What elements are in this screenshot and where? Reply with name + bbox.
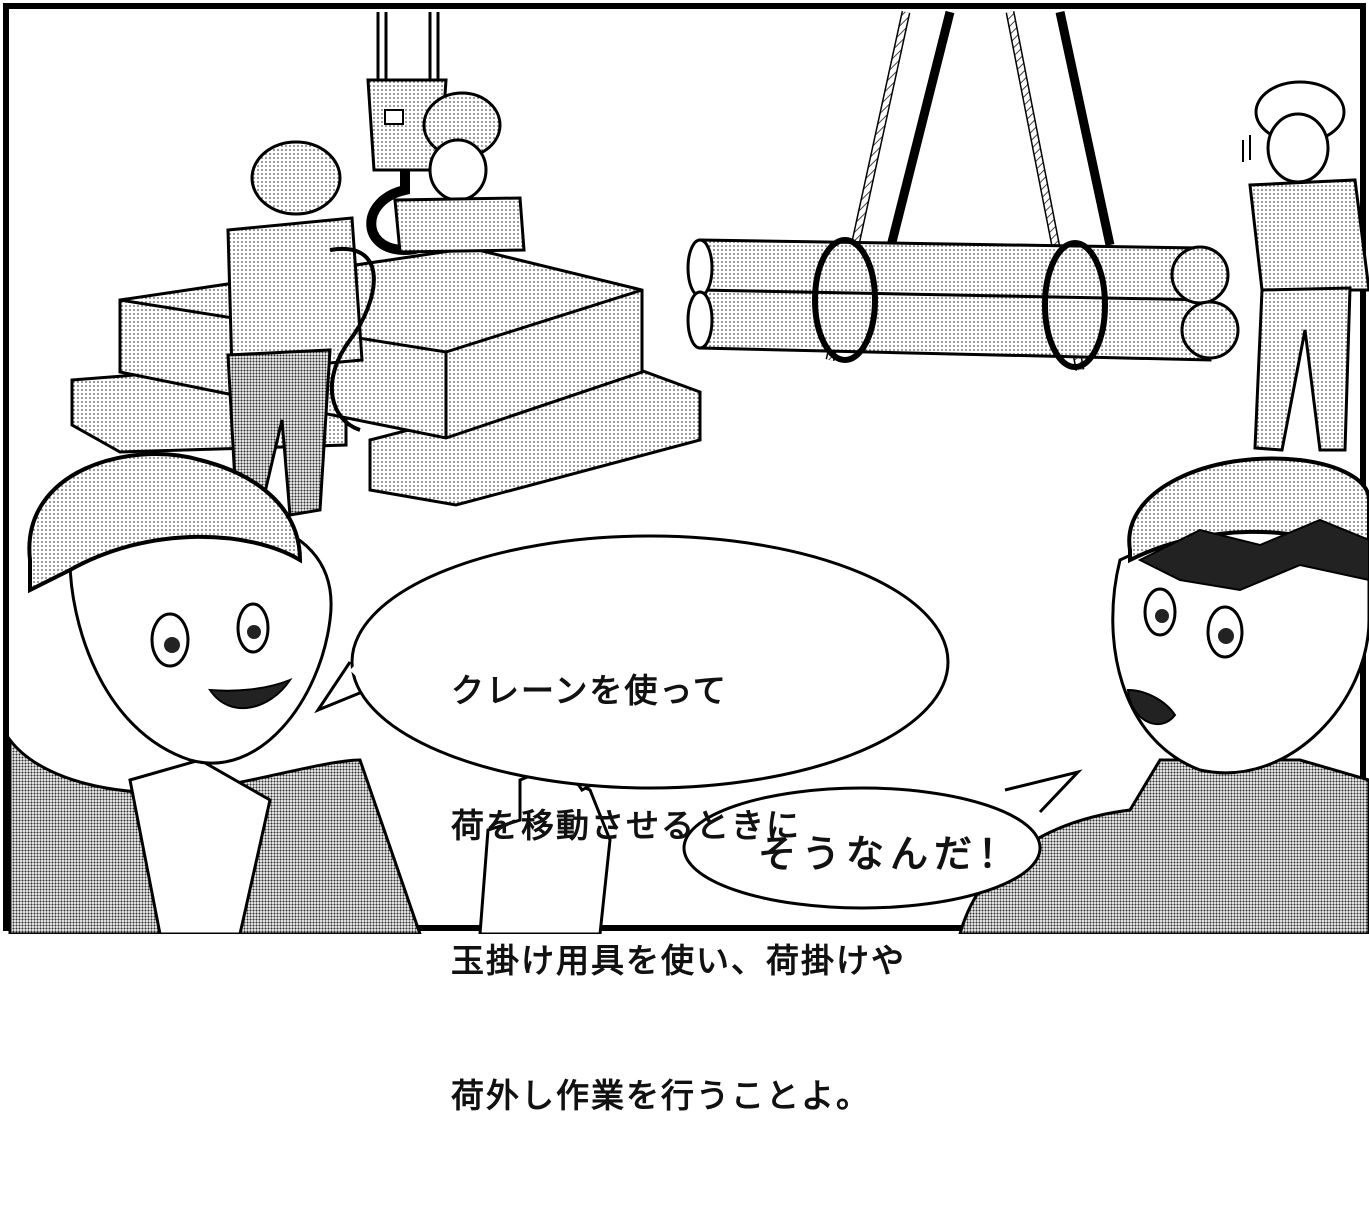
speech-text-right: そうなんだ！ [758, 832, 1023, 876]
man-character [958, 456, 1369, 934]
worker-standing [1242, 80, 1369, 452]
pipe-bundle [686, 237, 1240, 370]
speech-line: 玉掛け用具を使い、荷掛けや [451, 941, 906, 980]
manga-panel: クレーンを使って 荷を移動させるときに 玉掛け用具を使い、荷掛けや 荷外し作業を… [3, 3, 1369, 1115]
speech-line: 荷外し作業を行うことよ。 [451, 1076, 871, 1115]
panel-illustration [3, 3, 1369, 934]
ropes [825, 10, 1115, 371]
speech-text-left: クレーンを使って 荷を移動させるときに 玉掛け用具を使い、荷掛けや 荷外し作業を… [451, 578, 906, 1208]
woman-character [8, 452, 612, 934]
worker-back-helmet [393, 91, 526, 254]
speech-bubble-left [314, 534, 950, 790]
speech-line: クレーンを使って [451, 671, 728, 710]
speech-line: 荷を移動させるときに [451, 806, 801, 845]
speech-bubble-right [682, 769, 1083, 910]
worker-front-slinging [226, 140, 376, 517]
